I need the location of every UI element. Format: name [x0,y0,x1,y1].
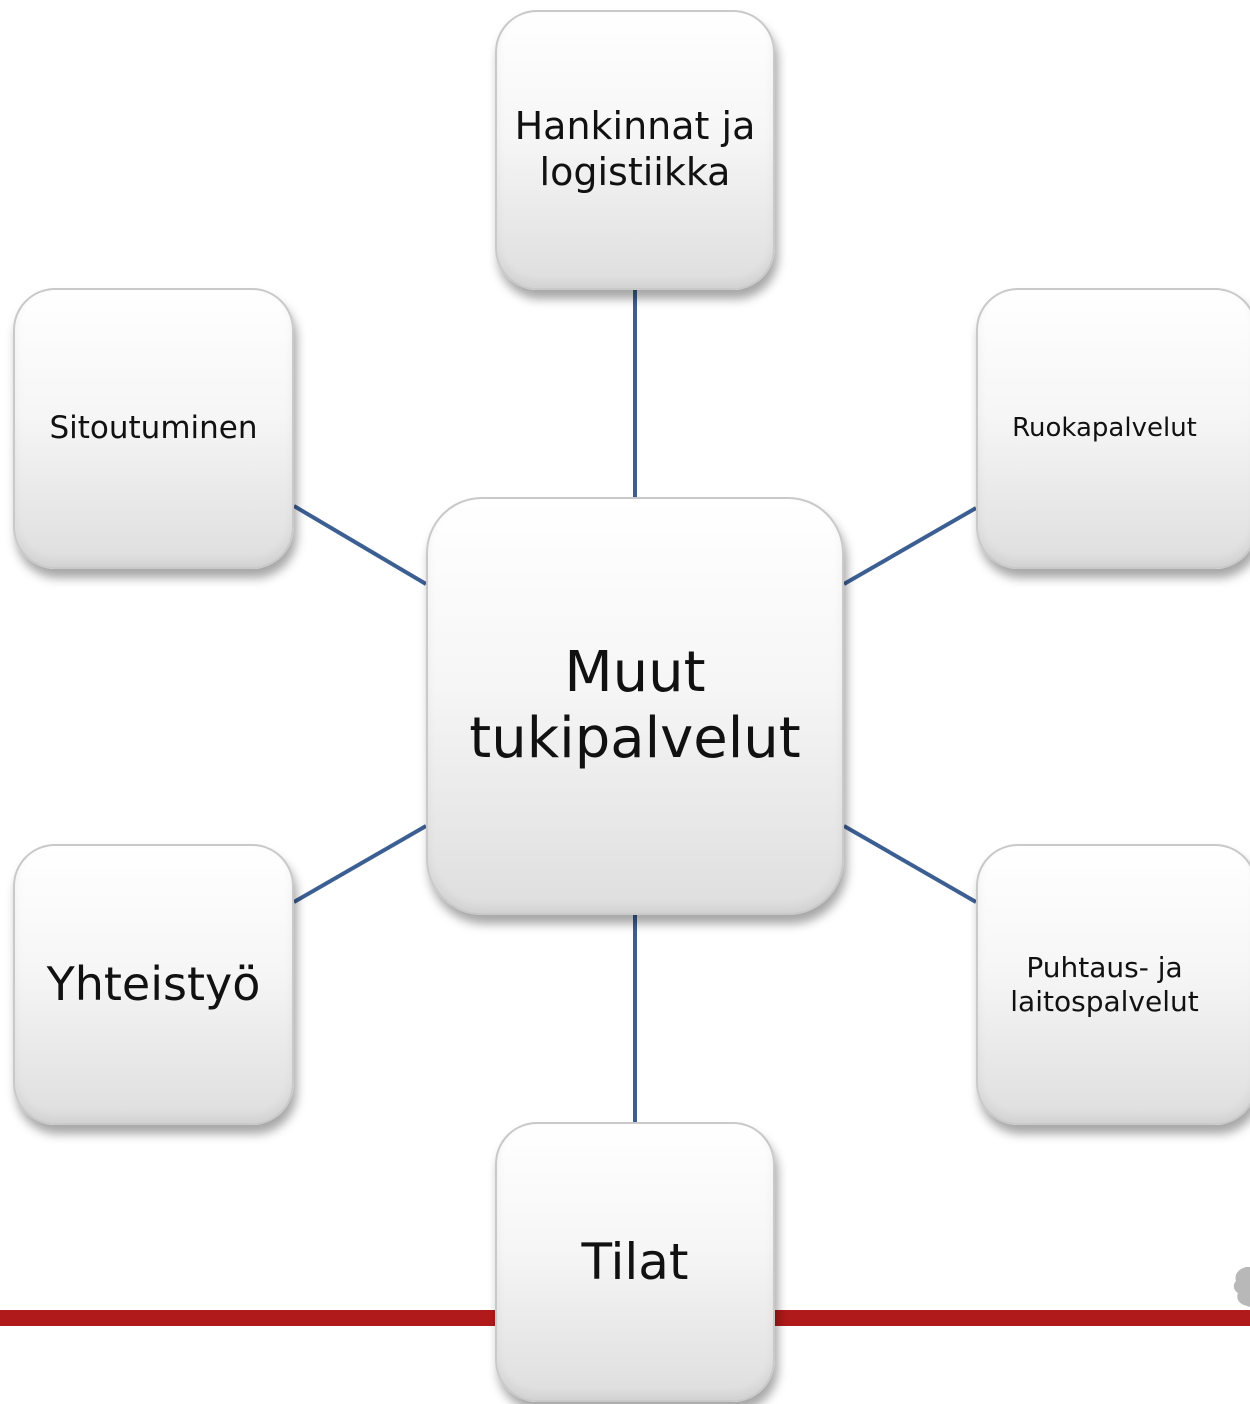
node-tilat: Tilat [495,1122,775,1402]
connector-upper-right [843,506,977,586]
node-tilat-label: Tilat [581,1232,689,1291]
node-sitoutuminen-label: Sitoutuminen [49,410,258,447]
node-hankinnat: Hankinnat ja logistiikka [495,10,775,290]
node-puhtaus: Puhtaus- ja laitospalvelut [976,844,1250,1125]
node-yhteistyo: Yhteistyö [13,844,294,1125]
connector-upper-left [292,504,428,586]
node-ruokapalvelut-label: Ruokapalvelut [1012,413,1197,444]
node-center: Muut tukipalvelut [426,497,844,915]
node-hankinnat-label: Hankinnat ja logistiikka [514,104,756,194]
connector-lower-right [843,824,977,904]
connector-lower-left [293,824,427,904]
node-ruokapalvelut: Ruokapalvelut [976,288,1250,569]
node-puhtaus-label: Puhtaus- ja laitospalvelut [1010,950,1199,1018]
logo-icon [1233,1267,1250,1307]
node-yhteistyo-label: Yhteistyö [46,957,261,1012]
node-center-label: Muut tukipalvelut [469,639,801,771]
node-sitoutuminen: Sitoutuminen [13,288,294,569]
